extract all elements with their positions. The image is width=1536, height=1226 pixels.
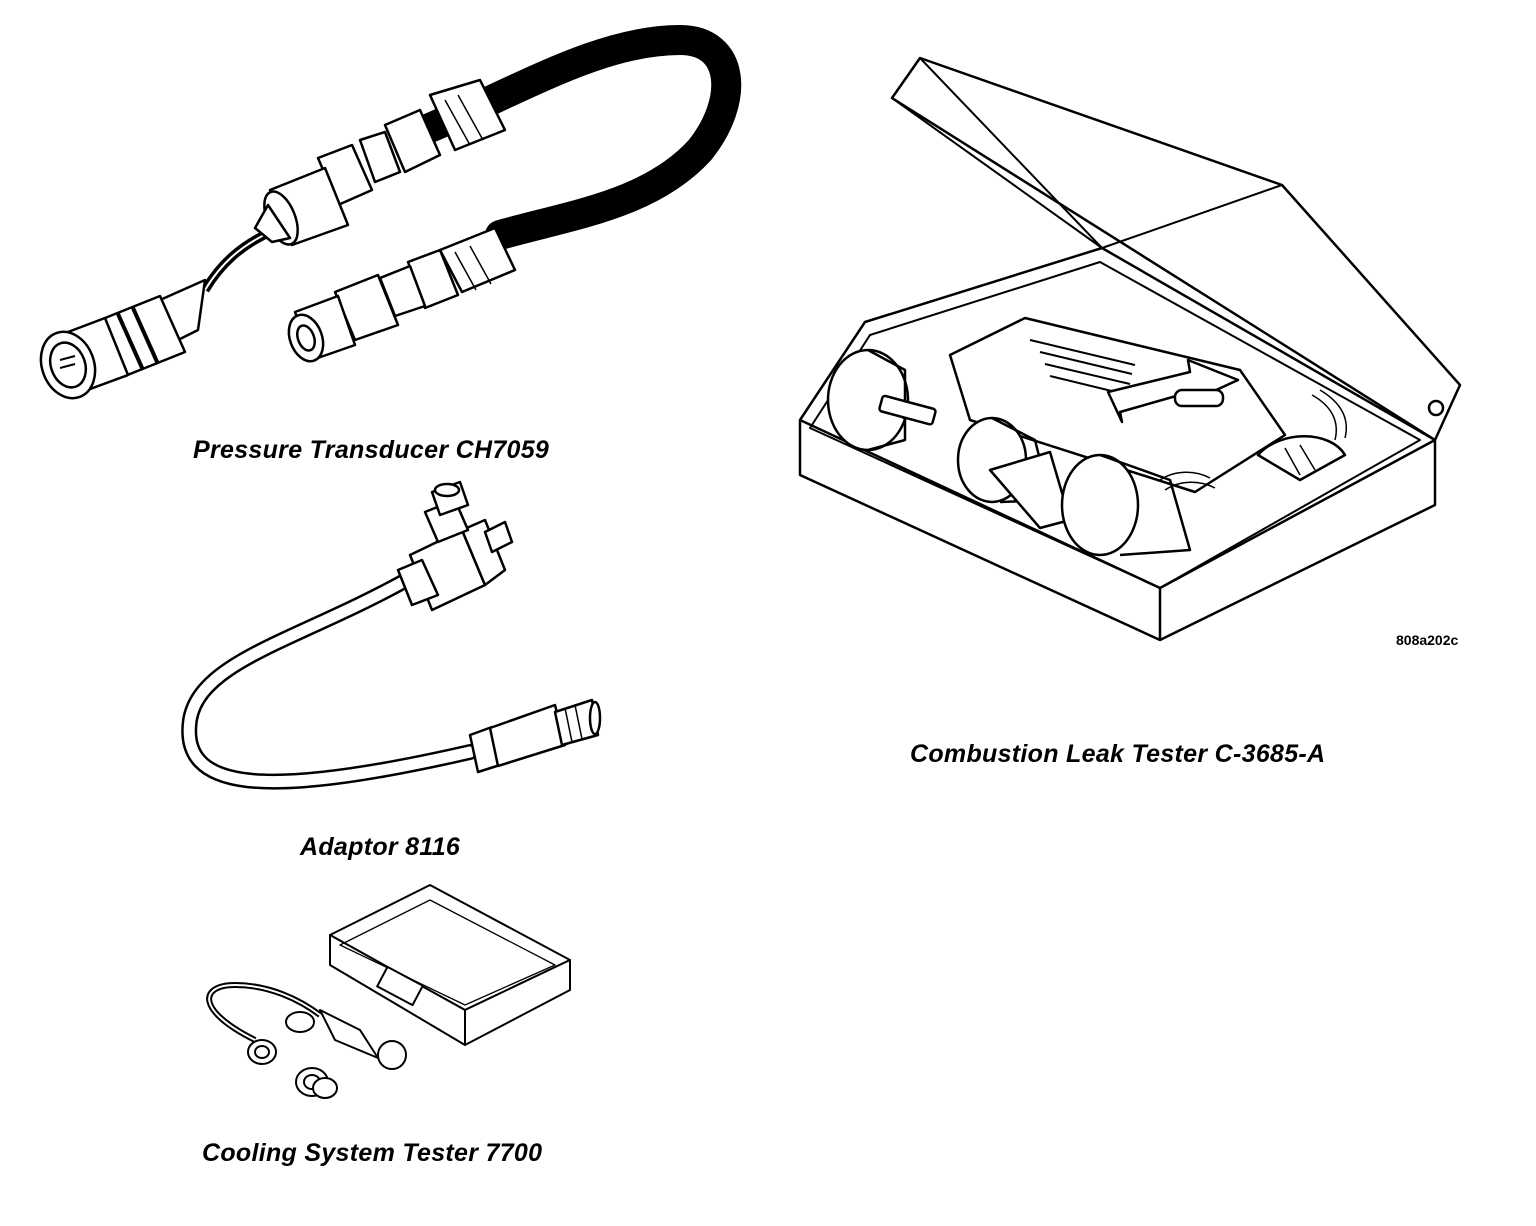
figure-code: 808a202c <box>1396 632 1459 648</box>
combustion-leak-tester-caption: Combustion Leak Tester C-3685-A <box>910 740 1326 768</box>
adaptor-caption: Adaptor 8116 <box>300 833 461 861</box>
adaptor-drawing <box>181 480 602 790</box>
pressure-transducer-caption: Pressure Transducer CH7059 <box>193 436 550 464</box>
pressure-transducer-drawing <box>39 25 742 400</box>
cooling-system-tester-caption: Cooling System Tester 7700 <box>202 1139 543 1167</box>
cooling-system-tester-drawing <box>206 884 571 1099</box>
combustion-leak-tester-drawing <box>798 56 1462 642</box>
